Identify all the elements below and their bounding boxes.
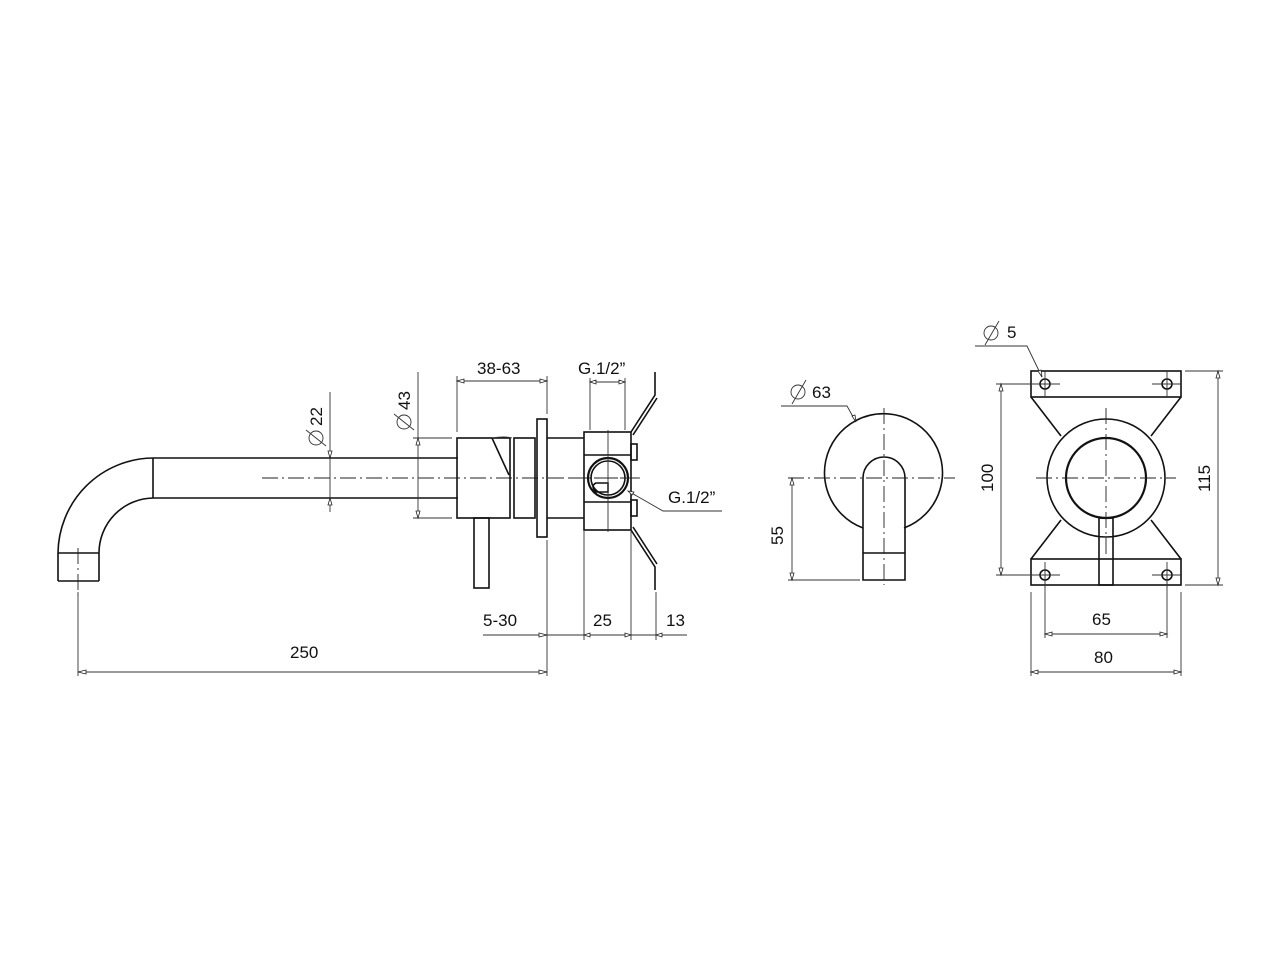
- inlet-thread-side-label: G.1/2”: [668, 488, 716, 507]
- hole-diameter-label: 5: [1007, 323, 1016, 342]
- total-height-label: 115: [1195, 465, 1214, 492]
- spout: [57, 457, 458, 600]
- front-view: 63 55: [768, 379, 955, 585]
- dim-total-width: 80: [1029, 592, 1183, 676]
- mixer-body: [456, 418, 584, 589]
- dim-spout-projection: 250: [77, 592, 548, 676]
- total-width-label: 80: [1094, 648, 1113, 667]
- rear-depth-label: 13: [666, 611, 685, 630]
- dim-total-height: 115: [1185, 369, 1223, 587]
- spout-diameter-label: 22: [307, 407, 326, 426]
- side-view: 22 43 38-63: [57, 359, 722, 676]
- dim-inlet-thread-top: G.1/2”: [578, 359, 627, 430]
- mounting-box-view: 5 100 115 65: [975, 320, 1223, 676]
- plate-diameter-label: 63: [812, 383, 831, 402]
- hole-spacing-horizontal-label: 65: [1092, 610, 1111, 629]
- dim-bottom-chain: 5-30 25 13: [483, 530, 687, 676]
- body-length-label: 38-63: [477, 359, 520, 378]
- dim-hole-spacing-vertical: 100: [978, 382, 1040, 577]
- inlet-thread-top-label: G.1/2”: [578, 359, 626, 378]
- mounting-holes: [1030, 371, 1182, 588]
- dim-body-length: 38-63: [455, 359, 549, 432]
- dim-spout-height: 55: [768, 476, 860, 582]
- hole-spacing-vertical-label: 100: [978, 464, 997, 492]
- body-diameter-label: 43: [395, 391, 414, 410]
- spout-projection-label: 250: [290, 643, 318, 662]
- wall-adjustment-label: 5-30: [483, 611, 517, 630]
- dim-hole-diameter: 5: [975, 320, 1043, 378]
- dim-body-diameter: 43: [393, 372, 452, 520]
- spout-height-label: 55: [768, 526, 787, 545]
- dim-plate-diameter: 63: [781, 379, 857, 423]
- dim-inlet-thread-side: G.1/2”: [626, 488, 722, 512]
- box-depth-label: 25: [593, 611, 612, 630]
- dim-hole-spacing-horizontal: 65: [1043, 580, 1169, 638]
- concealed-box: [570, 372, 658, 590]
- dim-spout-diameter: 22: [305, 392, 333, 512]
